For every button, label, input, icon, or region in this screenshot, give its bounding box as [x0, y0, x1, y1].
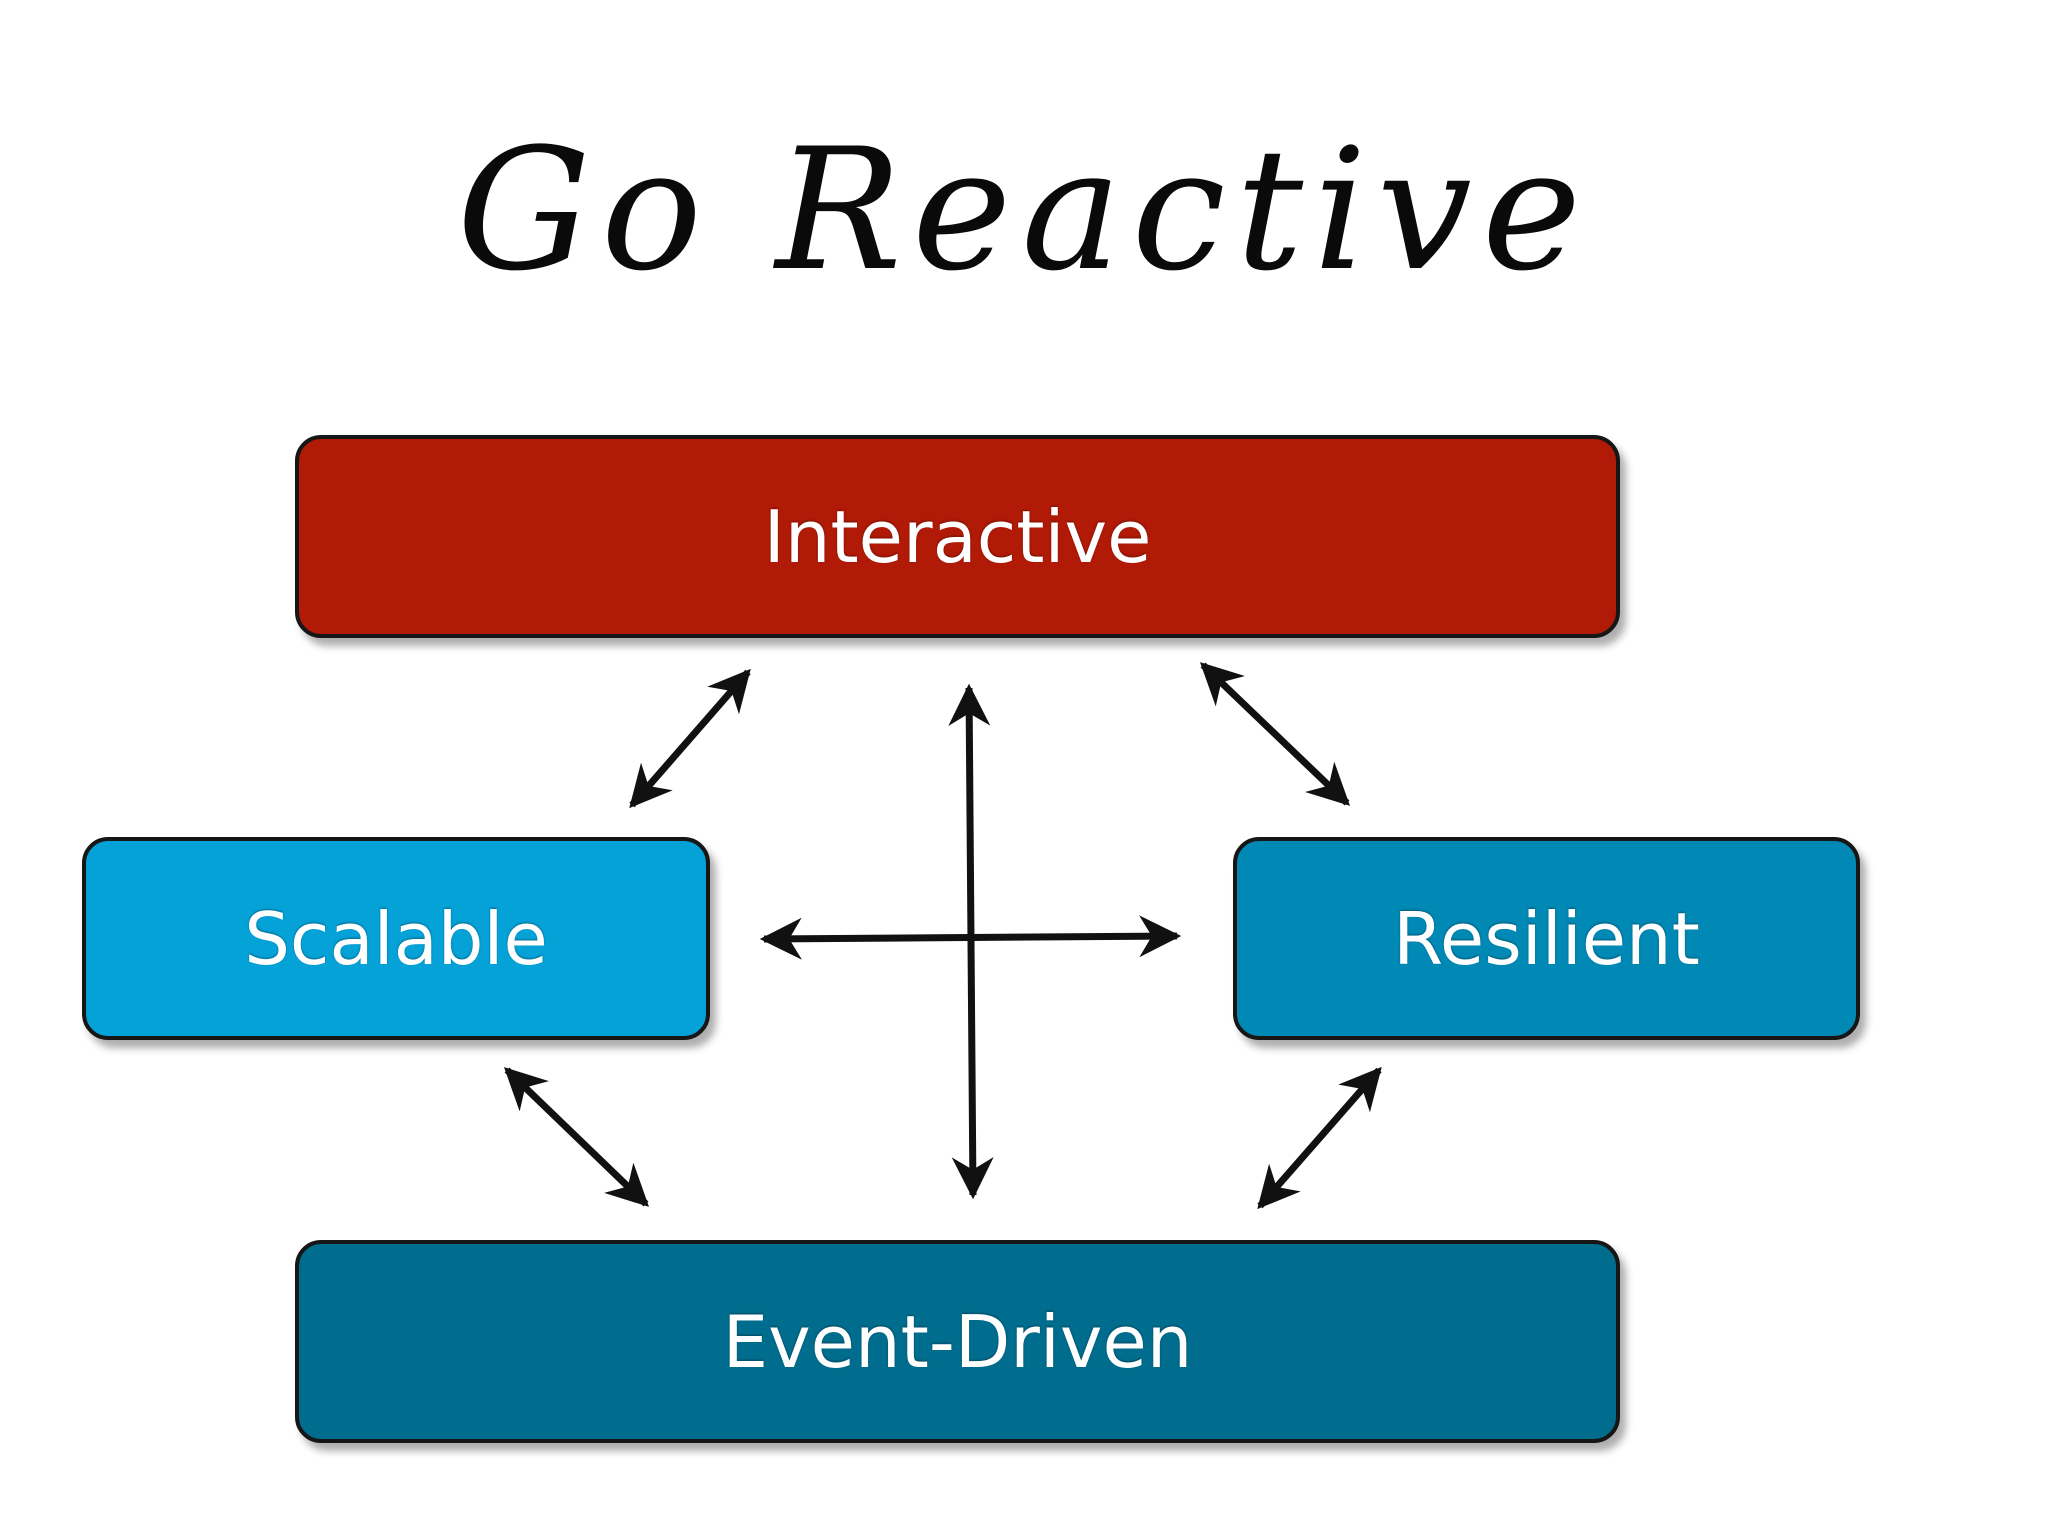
- interactive-label: Interactive: [763, 494, 1152, 579]
- event-driven-label: Event-Driven: [722, 1299, 1193, 1384]
- arrow-resilient-event-driven: [1257, 1066, 1382, 1210]
- arrow-interactive-scalable: [629, 668, 751, 809]
- arrow-scalable-event-driven: [503, 1067, 650, 1207]
- interactive-node: Interactive: [295, 435, 1620, 638]
- scalable-label: Scalable: [244, 896, 548, 981]
- resilient-label: Resilient: [1393, 896, 1700, 981]
- arrow-horizontal: [759, 915, 1182, 960]
- event-driven-node: Event-Driven: [295, 1240, 1620, 1443]
- page-title: Go Reactive: [456, 112, 1592, 308]
- arrow-vertical: [948, 683, 994, 1200]
- resilient-node: Resilient: [1233, 837, 1860, 1040]
- arrow-interactive-resilient: [1199, 662, 1351, 806]
- scalable-node: Scalable: [82, 837, 710, 1040]
